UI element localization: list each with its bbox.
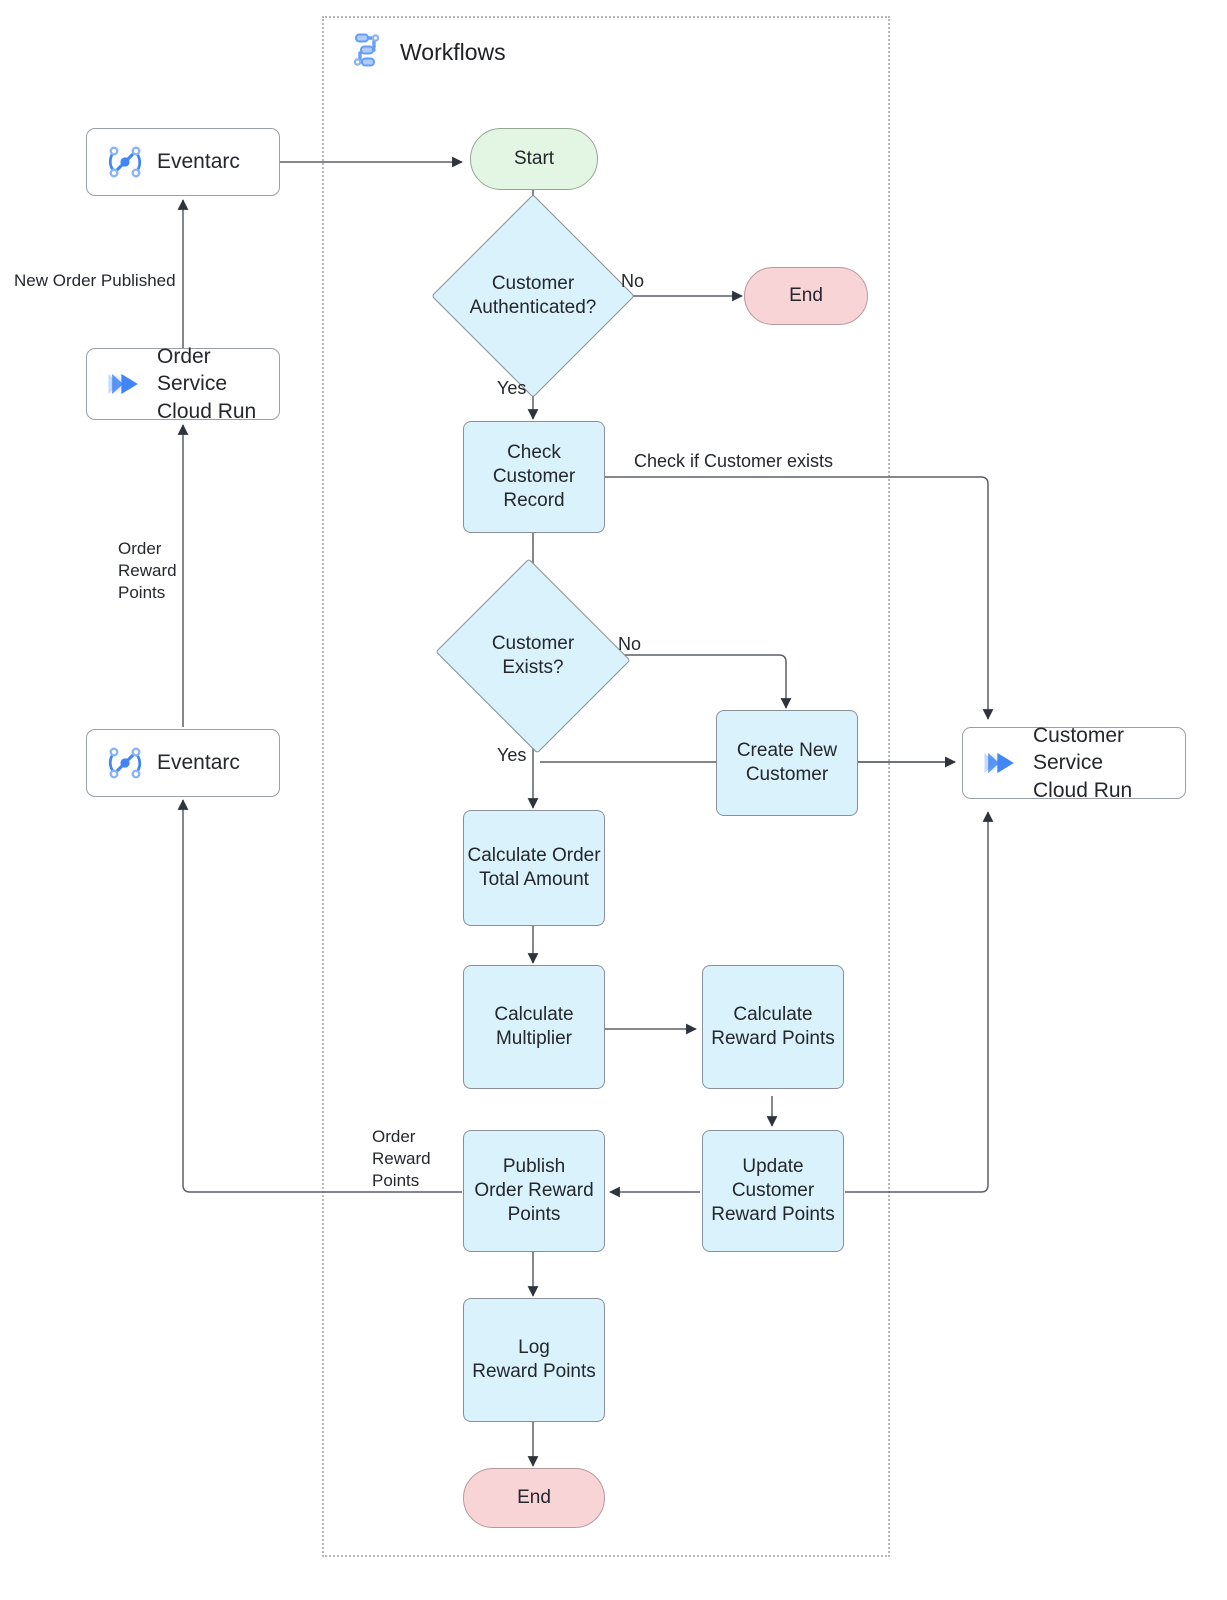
- cloud-run-icon: [108, 373, 138, 395]
- node-label: Calculate Reward Points: [711, 1003, 835, 1049]
- node-label: Calculate Order Total Amount: [467, 844, 601, 890]
- node-label: Check Customer Record: [492, 441, 576, 512]
- node-label: Customer Exists?: [491, 632, 575, 678]
- edge-label-exists-yes: Yes: [497, 745, 527, 765]
- edge-label-order-reward-points-left: Order Reward Points: [118, 539, 177, 603]
- edge-label-auth-no: No: [621, 271, 645, 291]
- node-label: Eventarc: [157, 751, 240, 775]
- edge-label-exists-no: No: [618, 634, 642, 654]
- node-order-service-cloud-run[interactable]: Order Service Cloud Run: [86, 345, 280, 423]
- node-customer-exists[interactable]: Customer Exists?: [435, 558, 631, 754]
- node-check-customer-record[interactable]: Check Customer Record: [463, 421, 605, 533]
- node-label: Start: [513, 147, 555, 169]
- node-eventarc-top[interactable]: Eventarc: [86, 128, 280, 196]
- edge-exists-no-to-create: [605, 654, 792, 709]
- node-log-reward-points[interactable]: Log Reward Points: [463, 1298, 605, 1422]
- node-customer-authenticated[interactable]: Customer Authenticated?: [431, 194, 635, 398]
- node-label: Create New Customer: [736, 739, 838, 785]
- node-eventarc-bottom[interactable]: Eventarc: [86, 729, 280, 797]
- node-create-new-customer[interactable]: Create New Customer: [716, 710, 858, 816]
- workflows-container: [322, 16, 890, 1557]
- node-label: Customer Service Cloud Run: [1033, 724, 1133, 802]
- node-label: Log Reward Points: [472, 1336, 596, 1382]
- node-label: Order Service Cloud Run: [157, 345, 257, 423]
- node-calculate-multiplier[interactable]: Calculate Multiplier: [463, 965, 605, 1089]
- node-label: Eventarc: [157, 150, 240, 174]
- node-publish-order-reward-points[interactable]: Publish Order Reward Points: [463, 1130, 605, 1252]
- workflows-label: Workflows: [400, 38, 506, 65]
- edge-label-order-reward-points-publish: Order Reward Points: [372, 1127, 431, 1191]
- node-label: Update Customer Reward Points: [711, 1155, 835, 1226]
- edge-label-auth-yes: Yes: [497, 378, 527, 398]
- workflows-container-title: Workflows: [348, 30, 506, 74]
- node-start[interactable]: Start: [470, 128, 598, 190]
- edge-label-new-order-published: New Order Published: [14, 271, 176, 290]
- google-workflows-icon: [353, 33, 380, 67]
- node-label: Customer Authenticated?: [469, 272, 597, 318]
- edge-check-to-customer-service: [605, 476, 994, 720]
- edge-publish-to-eventarc-bottom: [177, 799, 462, 1193]
- node-label: End: [789, 284, 823, 306]
- node-end-top[interactable]: End: [744, 267, 868, 325]
- node-update-customer-reward-points[interactable]: Update Customer Reward Points: [702, 1130, 844, 1252]
- node-calculate-reward-points[interactable]: Calculate Reward Points: [702, 965, 844, 1089]
- node-label: End: [517, 1486, 551, 1508]
- node-calculate-order-total-amount[interactable]: Calculate Order Total Amount: [463, 810, 605, 926]
- cloud-run-icon: [984, 752, 1014, 774]
- edge-update-to-customer-service: [845, 811, 994, 1193]
- node-end-bottom[interactable]: End: [463, 1468, 605, 1528]
- node-customer-service-cloud-run[interactable]: Customer Service Cloud Run: [962, 724, 1186, 802]
- eventarc-icon: [108, 146, 142, 178]
- eventarc-icon: [108, 747, 142, 779]
- node-label: Calculate Multiplier: [494, 1003, 574, 1049]
- edge-label-check-if-customer-exists: Check if Customer exists: [634, 451, 834, 471]
- node-label: Publish Order Reward Points: [474, 1155, 594, 1226]
